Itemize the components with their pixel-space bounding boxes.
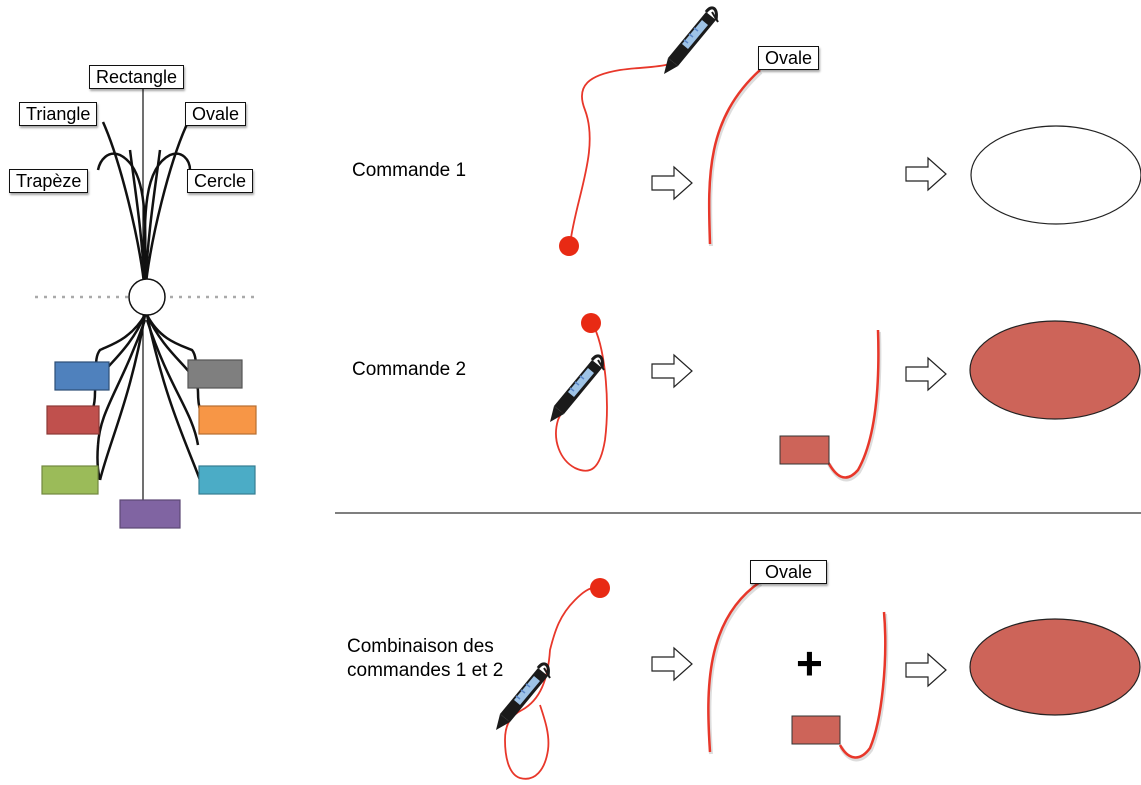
stroke-segment-3 xyxy=(707,580,761,753)
swatch-orange xyxy=(198,405,257,435)
arrow-icon xyxy=(905,653,947,687)
menu-label-cercle: Cercle xyxy=(187,169,254,193)
lower-branches xyxy=(86,314,206,481)
row-1-graphics xyxy=(559,6,1141,256)
swatch-gray xyxy=(187,359,243,389)
combination-label-line2: commandes 1 et 2 xyxy=(347,660,504,681)
menu-label-triangle: Triangle xyxy=(19,102,98,126)
gesture-start-dot-3 xyxy=(590,578,610,598)
gesture-start-dot-1 xyxy=(559,236,579,256)
color-swatch-red xyxy=(791,715,841,745)
ovale-label-row3: Ovale xyxy=(750,560,828,584)
swatch-red xyxy=(46,405,100,435)
arrow-icon xyxy=(905,357,947,391)
plus-sign: + xyxy=(796,637,823,689)
marking-menu xyxy=(35,86,257,529)
command-2-label: Commande 2 xyxy=(352,359,467,380)
pen-icon xyxy=(662,6,720,76)
ovale-label-row1: Ovale xyxy=(758,46,820,70)
arrow-icon xyxy=(651,647,693,681)
arrow-icon xyxy=(651,166,693,200)
command-1-label: Commande 1 xyxy=(352,160,467,181)
swatch-blue xyxy=(54,361,110,391)
menu-center-circle xyxy=(128,278,166,316)
gesture-path-1 xyxy=(569,63,671,246)
combination-label-line1: Combinaison des xyxy=(347,636,494,657)
color-swatch-red xyxy=(779,435,830,465)
swatch-green xyxy=(41,465,99,495)
gesture-path-3 xyxy=(504,586,601,780)
stroke-segment-1 xyxy=(707,69,761,245)
upper-branches xyxy=(96,121,192,293)
gesture-start-dot-2 xyxy=(581,313,601,333)
result-oval-empty xyxy=(970,125,1141,225)
swatch-cyan xyxy=(198,465,256,495)
menu-label-ovale: Ovale xyxy=(185,102,247,126)
stroke-segment-4 xyxy=(838,611,887,759)
result-oval-filled xyxy=(969,320,1141,420)
stroke-segment-2 xyxy=(826,329,880,479)
swatch-purple xyxy=(119,499,181,529)
row-2-graphics xyxy=(548,313,1141,482)
menu-label-rectangle: Rectangle xyxy=(89,65,185,89)
result-oval-combined xyxy=(969,618,1141,716)
arrow-icon xyxy=(905,157,947,191)
pen-icon xyxy=(548,354,606,424)
arrow-icon xyxy=(651,354,693,388)
pen-icon xyxy=(494,662,552,732)
menu-label-trapeze: Trapèze xyxy=(9,169,89,193)
row-3-graphics xyxy=(494,578,1141,780)
